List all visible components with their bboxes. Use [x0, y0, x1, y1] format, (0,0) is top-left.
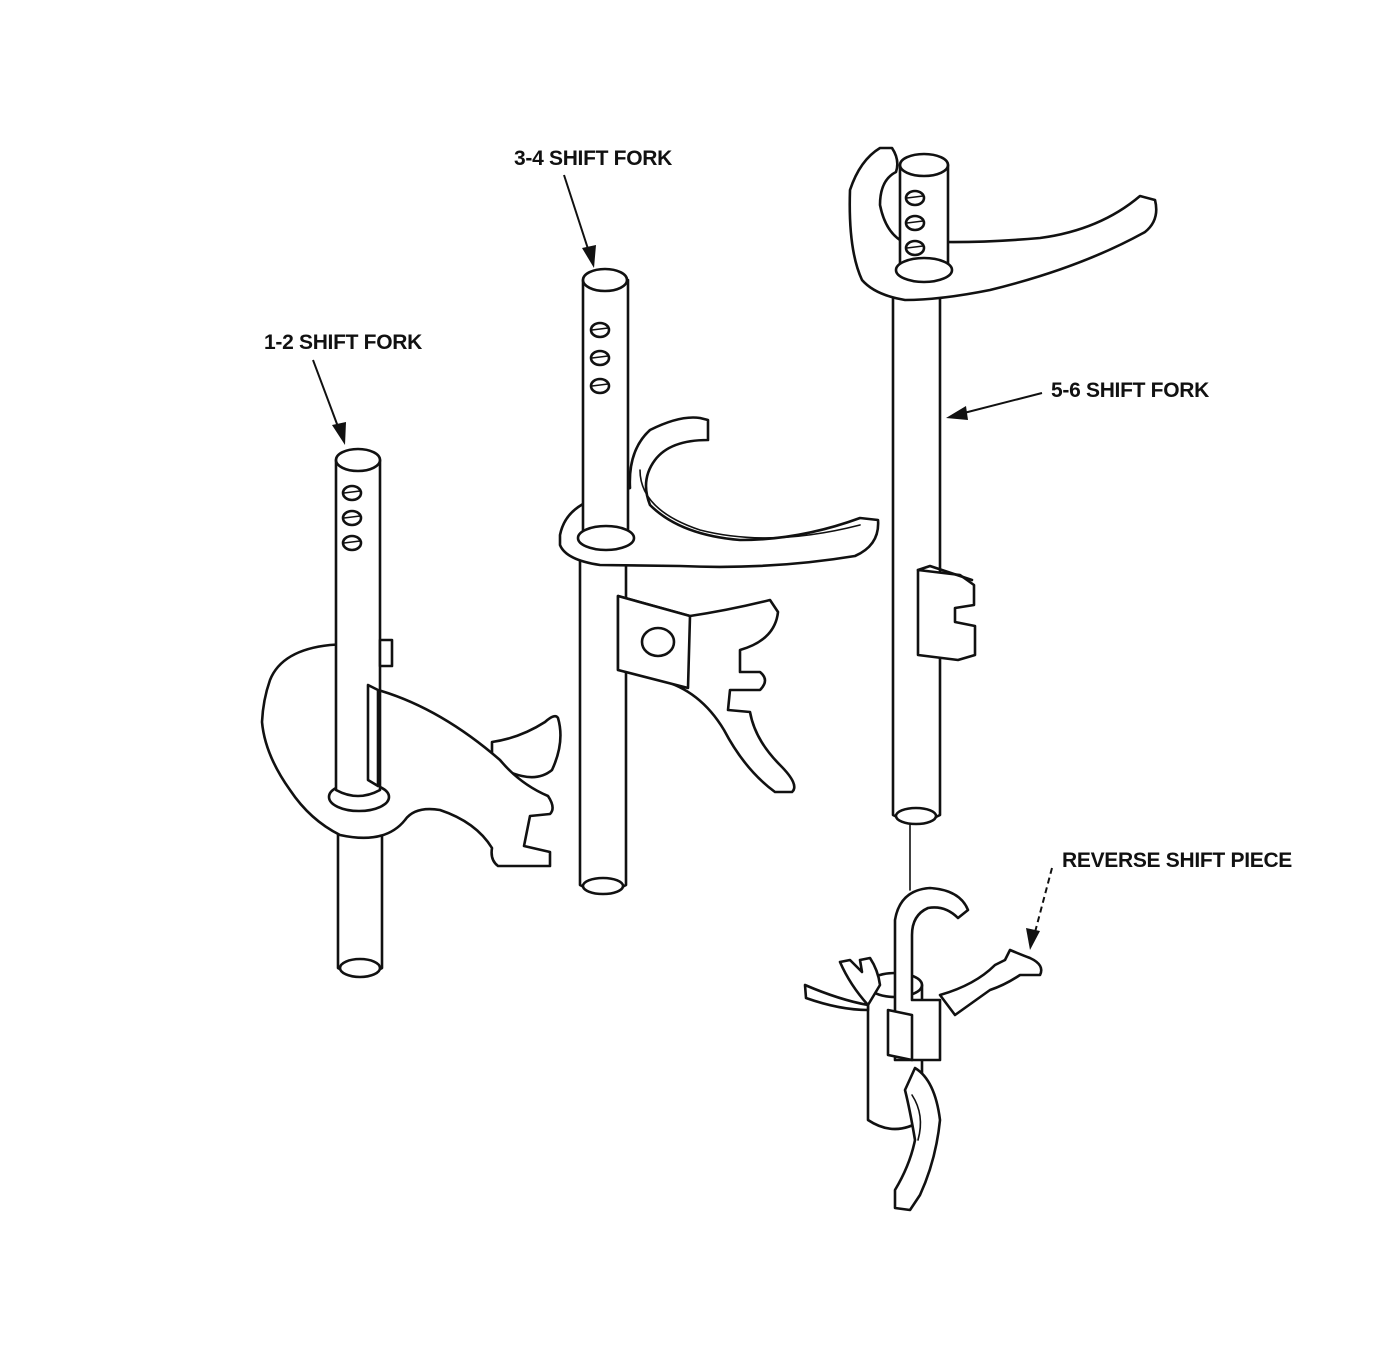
- shaft-3-4-upper: [581, 278, 630, 538]
- fork-5-6-top: [848, 146, 1158, 302]
- label-reverse-shift-piece: REVERSE SHIFT PIECE: [1062, 849, 1292, 872]
- detent-hole-3: [341, 534, 363, 552]
- shaft-1-2-bottom: [338, 957, 382, 979]
- reverse-left-ear: [803, 956, 882, 1012]
- reverse-front-plate: [886, 1008, 914, 1062]
- detent-hole-1: [341, 484, 363, 502]
- reverse-shift-piece: [803, 886, 1043, 1212]
- fork-1-2-pin: [378, 638, 394, 668]
- label-1-2-shift-fork: 1-2 SHIFT FORK: [264, 331, 422, 354]
- fork-1-2-body: [260, 640, 554, 868]
- fork-1-2-assembly: [260, 447, 562, 979]
- detent-hole-2: [341, 509, 363, 527]
- fork-3-4-boss: [576, 524, 636, 552]
- detent-hole-4: [589, 321, 611, 339]
- shaft-3-4-top: [581, 267, 629, 293]
- fork-5-6-boss: [894, 256, 954, 284]
- fork-3-4-assembly: [558, 267, 880, 896]
- label-5-6-shift-fork: 5-6 SHIFT FORK: [1051, 379, 1209, 402]
- leaders: [312, 174, 1053, 950]
- fork-3-4-arc: [558, 416, 880, 569]
- fork-5-6-assembly: [848, 146, 1158, 826]
- detent-hole-5: [589, 349, 611, 367]
- shaft-5-6: [891, 288, 942, 823]
- leader-5-6-arrow: [946, 406, 968, 420]
- fork-1-2-bracket: [366, 683, 380, 788]
- reverse-right-ear: [938, 948, 1043, 1017]
- shaft-3-4-bottom: [581, 876, 625, 896]
- leader-5-6: [959, 392, 1043, 415]
- leader-1-2-arrow: [332, 422, 346, 445]
- shaft-1-2-lower: [336, 818, 384, 977]
- leader-reverse: [1033, 867, 1053, 937]
- detent-hole-7: [904, 189, 926, 207]
- detent-hole-6: [589, 377, 611, 395]
- fork-5-6-gate: [916, 568, 977, 662]
- shaft-1-2-top: [334, 447, 382, 473]
- detent-hole-8: [904, 214, 926, 232]
- leader-1-2: [312, 359, 341, 433]
- fork-3-4-hole: [640, 626, 676, 658]
- shaft-5-6-bottom: [894, 806, 938, 826]
- leader-3-4: [563, 174, 591, 256]
- shaft-5-6-top: [898, 152, 950, 178]
- leader-3-4-arrow: [582, 245, 596, 268]
- detent-hole-9: [904, 239, 926, 257]
- leader-reverse-arrow: [1026, 928, 1040, 950]
- label-3-4-shift-fork: 3-4 SHIFT FORK: [514, 147, 672, 170]
